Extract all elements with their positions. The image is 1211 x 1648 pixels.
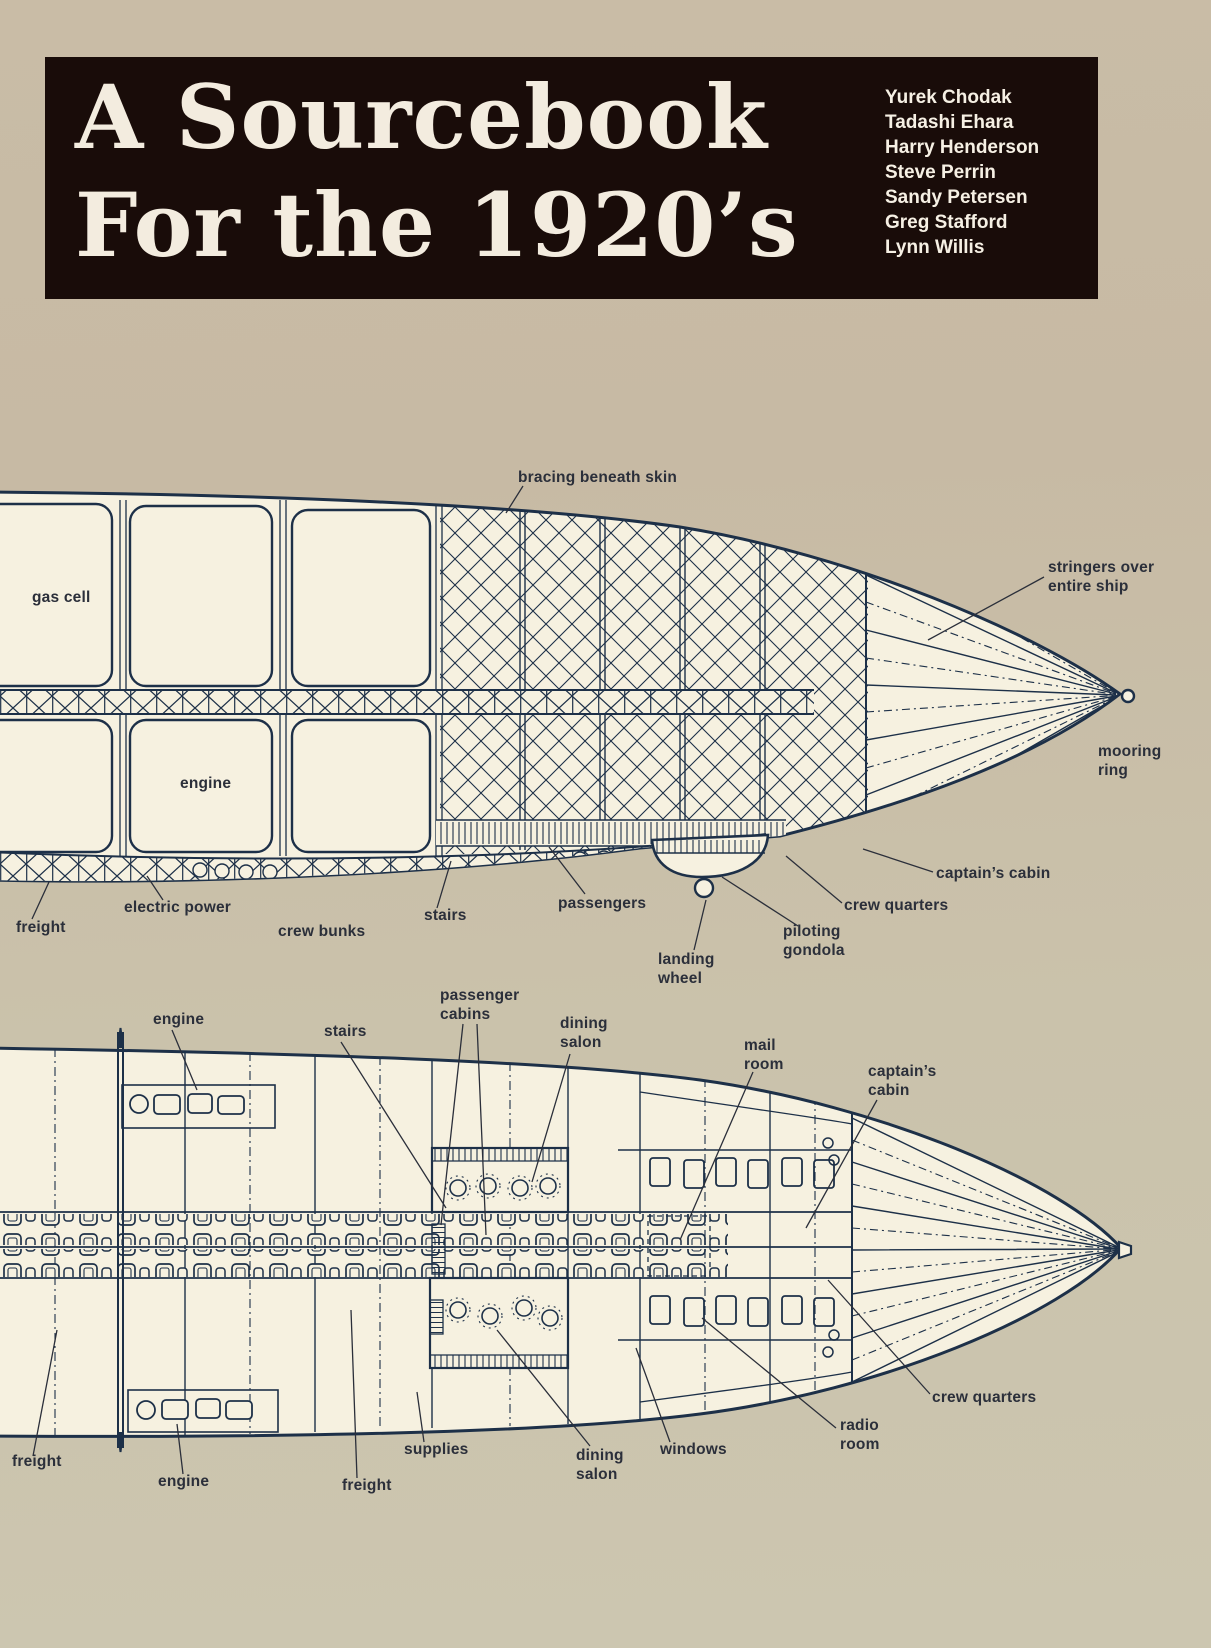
label-mooring-ring: mooring ring — [1098, 743, 1162, 779]
dining-salon-bottom — [428, 1276, 570, 1370]
label-landing-wheel: landing wheel — [658, 951, 715, 987]
page-title: A Sourcebook — [75, 65, 768, 169]
author-name: Greg Stafford — [885, 212, 1008, 233]
engine-room-bottom — [127, 1389, 279, 1433]
label-dining-salon-bottom: dining salon — [576, 1447, 624, 1483]
author-list: Yurek Chodak Tadashi Ehara Harry Henders… — [885, 85, 1095, 260]
side-frame-lines — [119, 500, 443, 856]
page-title-line2: For the 1920’s — [75, 173, 799, 277]
label-passenger-cabins: passenger cabins — [440, 987, 520, 1023]
piloting-gondola-shape — [650, 833, 770, 899]
mooring-ring-nub — [1120, 688, 1136, 704]
plan-leader-lines — [32, 1023, 931, 1479]
label-freight-plan-left: freight — [12, 1453, 62, 1470]
mail-room-outline — [647, 1215, 711, 1277]
label-supplies: supplies — [404, 1441, 469, 1458]
label-stairs-plan: stairs — [324, 1023, 367, 1040]
author-name: Harry Henderson — [885, 137, 1040, 158]
plan-nose-stringers — [639, 1091, 1119, 1403]
corridor-furniture-lower — [0, 1249, 728, 1277]
plan-view-diagram — [0, 1023, 1133, 1479]
label-stringers-over-entire-ship: stringers over entire ship — [1048, 559, 1155, 595]
stair-shafts — [429, 1223, 446, 1335]
label-freight-side: freight — [16, 919, 66, 936]
label-electric-power: electric power — [124, 899, 232, 916]
landing-wheel-shape — [693, 877, 715, 899]
author-name: Steve Perrin — [885, 162, 996, 183]
author-name: Lynn Willis — [885, 237, 985, 258]
lattice-girders — [519, 500, 766, 850]
label-mail-room: mail room — [744, 1037, 784, 1073]
dining-salon-top — [430, 1146, 570, 1214]
label-bracing-beneath-skin: bracing beneath skin — [518, 469, 678, 486]
label-stairs-side: stairs — [424, 907, 467, 924]
label-engine-plan-top: engine — [153, 1011, 205, 1028]
label-engine-side: engine — [180, 775, 232, 792]
title-block: A Sourcebook For the 1920’s Yurek Chodak… — [45, 57, 1098, 299]
label-crew-quarters-side: crew quarters — [844, 897, 949, 914]
plan-nose-tip — [1117, 1240, 1133, 1260]
label-captains-cabin-plan: captain’s cabin — [868, 1063, 937, 1099]
engine-room-top — [121, 1084, 276, 1129]
label-crew-quarters-plan: crew quarters — [932, 1389, 1037, 1406]
label-windows: windows — [660, 1441, 727, 1458]
author-name: Yurek Chodak — [885, 87, 1012, 108]
mid-truss — [0, 689, 814, 715]
author-name: Sandy Petersen — [885, 187, 1028, 208]
label-piloting-gondola: piloting gondola — [783, 923, 845, 959]
corridor-lines — [0, 1211, 852, 1279]
nose-cabin-block — [618, 1137, 852, 1358]
gas-cells — [0, 502, 432, 854]
label-captains-cabin-side: captain’s cabin — [936, 865, 1051, 882]
label-crew-bunks: crew bunks — [278, 923, 366, 940]
label-freight-plan-mid: freight — [342, 1477, 392, 1494]
label-gas-cell: gas cell — [32, 589, 91, 606]
bracing-lattice — [440, 498, 868, 854]
label-dining-salon-top: dining salon — [560, 1015, 608, 1051]
side-leader-lines — [31, 485, 1045, 951]
corridor-furniture-upper — [0, 1214, 728, 1245]
label-radio-room: radio room — [840, 1417, 880, 1453]
mast-spike — [117, 1027, 124, 1453]
side-view-diagram — [0, 485, 1136, 951]
author-name: Tadashi Ehara — [885, 112, 1014, 133]
label-passengers: passengers — [558, 895, 647, 912]
label-engine-plan-bottom: engine — [158, 1473, 210, 1490]
